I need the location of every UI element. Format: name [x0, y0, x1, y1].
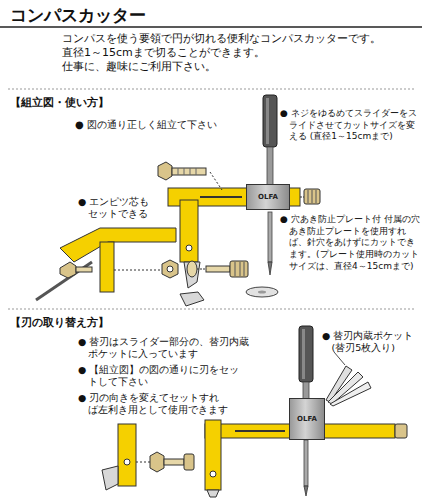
brand-mark: OLFA — [297, 416, 317, 423]
top-handle-part — [263, 95, 277, 147]
blade-change-inset-part — [102, 466, 118, 490]
hex-bolt-part — [190, 168, 191, 175]
thumb-nut-part — [312, 190, 313, 203]
top-handle-part — [266, 98, 269, 144]
nuts-and-screw-part — [162, 260, 178, 278]
intro-text: 仕事に、趣味にご利用下さい。 — [62, 60, 416, 74]
blade-change-inset-part — [164, 459, 184, 465]
blade-pocket-part — [330, 382, 371, 406]
pencil-holder-part — [60, 262, 76, 278]
nuts-and-screw-part — [197, 269, 206, 270]
bottom-arm-part — [207, 490, 219, 497]
pencil-holder-part — [114, 270, 160, 271]
slider-block: OLFA — [289, 398, 325, 440]
page-title: コンパスカッター — [10, 4, 310, 26]
pencil-holder-part — [76, 267, 92, 272]
instruction-note: ● 【組立図】の図の通りに刃をセットして下さい — [78, 364, 246, 389]
blade-change-inset-part — [136, 462, 150, 463]
nuts-and-screw-part — [187, 261, 197, 277]
top-handle-part — [268, 212, 272, 262]
hex-bolt-part — [178, 168, 179, 175]
rule-lines-part — [0, 26, 422, 28]
instruction-note: ● 刃の向きを変えてセットすれば左利き用として使用できます — [78, 392, 228, 417]
hex-bolt-part — [158, 162, 172, 180]
brand-mark: OLFA — [258, 194, 278, 201]
bottom-arm-part — [235, 430, 285, 432]
hex-bolt-part — [184, 168, 185, 175]
bottom-arm-part — [205, 420, 221, 490]
instruction-note: ● 図の通り正しく組立て下さい — [75, 118, 255, 131]
blade-top-part — [180, 292, 204, 306]
rule-lines-part — [8, 309, 414, 310]
pencil-holder — [36, 228, 176, 300]
nuts-and-screw-part — [206, 266, 230, 272]
intro-text: コンパスを使う要領で円が切れる便利なコンパスカッターです。 — [62, 32, 416, 46]
top-arm-part — [200, 196, 242, 198]
instruction-note: ● 替刃はスライダー部分の、替刃内蔵ポケットに入っています — [78, 336, 256, 361]
bottom-handle-part — [304, 486, 308, 496]
intro-text: 直径1～15cmまで切ることができます。 — [62, 46, 416, 60]
callout-note: ● 穴あき防止プレート付 付属の穴あき防止プレートを使用すれば、針穴をあけずにカ… — [280, 214, 420, 272]
blade-change-inset-part — [184, 454, 194, 470]
top-handle-part — [267, 147, 273, 187]
nuts-and-screw-part — [230, 261, 248, 277]
pencil-holder-part — [100, 242, 114, 292]
thumb-nut — [300, 189, 320, 204]
blade-change-inset-part — [118, 424, 136, 486]
nuts-and-screw-part — [167, 266, 173, 272]
pencil-holder-part — [36, 262, 92, 300]
blade-change-inset-part — [124, 459, 130, 465]
top-arm-part — [184, 262, 200, 288]
blade-pocket — [326, 352, 371, 406]
callout-note: ● 替刃内蔵ポケット (替刃5枚入り) — [322, 330, 418, 355]
nuts-and-screw-part — [235, 262, 236, 276]
top-handle-part — [268, 262, 272, 275]
callout-note: ● エンピツ芯もセットできる — [78, 196, 152, 221]
thumb-nut-part — [304, 189, 320, 204]
hex-bolt-part — [172, 168, 206, 175]
bottom-arm-part — [395, 424, 407, 438]
pencil-holder-part — [60, 228, 176, 262]
nuts-and-screw — [162, 260, 248, 278]
callout-note: ● ネジをゆるめてスライダーをスライドさせてカットサイズを変える (直径1～15… — [280, 108, 420, 143]
nuts-and-screw-part — [244, 262, 245, 276]
bottom-handle-part — [299, 326, 313, 382]
top-arm-part — [180, 200, 198, 262]
section-heading: 【組立図・使い方】 — [10, 96, 210, 110]
thumb-nut-part — [308, 190, 309, 203]
anti-hole-plate-part — [258, 291, 266, 294]
nuts-and-screw-part — [240, 262, 241, 276]
slider-block: OLFA — [246, 184, 290, 210]
thumb-nut-part — [316, 190, 317, 203]
bottom-handle-part — [304, 440, 308, 486]
anti-hole-plate-part — [246, 287, 278, 297]
bottom-arm-part — [210, 471, 216, 477]
top-arm-part — [186, 245, 192, 251]
rule-lines — [0, 27, 422, 309]
rule-lines-part — [8, 89, 414, 90]
bottom-handle-part — [302, 329, 305, 379]
hex-bolt — [158, 162, 222, 190]
hex-bolt-part — [196, 168, 197, 175]
section-heading: 【刃の取り替え方】 — [10, 316, 210, 330]
blade-top — [180, 292, 204, 306]
blade-change-inset — [102, 424, 194, 490]
hex-bolt-part — [210, 172, 222, 190]
anti-hole-plate — [246, 287, 278, 297]
blade-change-inset-part — [150, 452, 164, 472]
thumb-nut-part — [300, 197, 304, 198]
blade-pocket-part — [334, 352, 345, 365]
